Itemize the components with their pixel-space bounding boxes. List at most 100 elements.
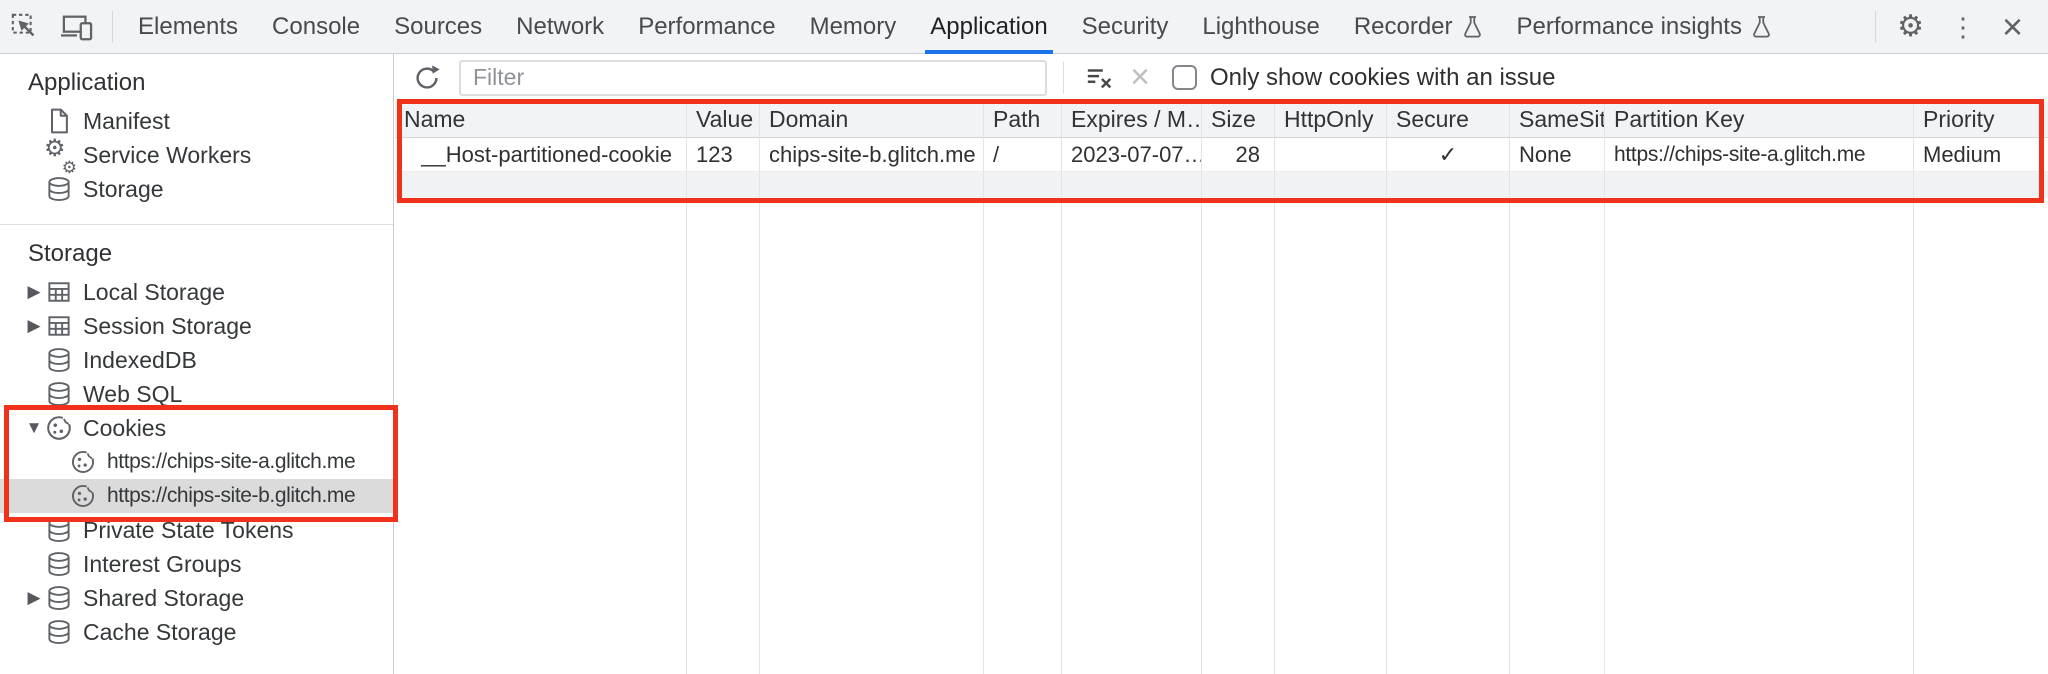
more-options-icon[interactable]: ⋮ <box>1949 11 1976 42</box>
cookie-row-domain-cell[interactable]: chips-site-b.glitch.me <box>760 138 983 172</box>
delete-selected-button[interactable]: × <box>1120 58 1160 98</box>
column-header-partition-key[interactable]: Partition Key <box>1605 101 1913 138</box>
tab-security[interactable]: Security <box>1081 12 1169 40</box>
column-header-priority[interactable]: Priority <box>1914 101 2048 138</box>
gears-icon: ⚙⚙ <box>44 135 77 177</box>
expander-collapsed-icon[interactable]: ▶ <box>27 282 41 301</box>
cookie-row-secure-cell[interactable]: ✓ <box>1387 138 1509 172</box>
cookies-toolbar: × Only show cookies with an issue <box>395 54 2048 101</box>
empty-row-stripe <box>395 172 686 198</box>
cookie-row-priority-cell[interactable]: Medium <box>1914 138 2048 172</box>
column-header-value[interactable]: Value <box>687 101 759 138</box>
column-header-size[interactable]: Size <box>1202 101 1274 138</box>
column-size: Size 28 <box>1202 101 1275 674</box>
database-icon <box>44 345 74 375</box>
database-icon <box>44 379 74 409</box>
issue-filter-checkbox[interactable] <box>1172 65 1197 90</box>
database-icon <box>44 549 74 579</box>
tab-application[interactable]: Application <box>913 0 1064 54</box>
tabbar-right-controls: ⚙ ⋮ × <box>1867 0 2048 54</box>
column-priority: Priority Medium <box>1914 101 2048 674</box>
cookie-row-name-cell[interactable]: __Host-partitioned-cookie <box>395 138 686 172</box>
empty-row-stripe <box>1510 172 1604 198</box>
sidebar-item-service-workers[interactable]: ⚙⚙ Service Workers <box>44 135 252 177</box>
cookie-icon <box>44 413 74 443</box>
cookie-row-samesite-cell[interactable]: None <box>1510 138 1604 172</box>
cookie-filter-input[interactable] <box>459 59 1047 96</box>
close-devtools-icon[interactable]: × <box>2001 5 2023 47</box>
cookie-row-size-cell[interactable]: 28 <box>1202 138 1274 172</box>
sidebar-item-cache-storage[interactable]: Cache Storage <box>0 615 393 649</box>
sidebar-item-cookies-chips-site-b[interactable]: https://chips-site-b.glitch.me <box>0 479 393 513</box>
issue-filter-label[interactable]: Only show cookies with an issue <box>1210 63 1556 91</box>
tab-memory[interactable]: Memory <box>809 12 897 40</box>
column-header-domain[interactable]: Domain <box>760 101 983 138</box>
expander-collapsed-icon[interactable]: ▶ <box>27 588 41 607</box>
cookie-row-httponly-cell[interactable] <box>1275 138 1386 172</box>
table-icon <box>44 311 74 341</box>
cookie-row-partition-key-cell[interactable]: https://chips-site-a.glitch.me <box>1605 138 1913 172</box>
database-icon <box>44 515 74 545</box>
sidebar-item-storage[interactable]: Storage <box>0 172 393 206</box>
column-header-samesite[interactable]: SameSite <box>1510 101 1604 138</box>
database-icon <box>44 617 74 647</box>
inspect-element-button[interactable] <box>0 0 50 54</box>
sidebar-item-interest-groups[interactable]: Interest Groups <box>0 547 393 581</box>
database-icon <box>44 583 74 613</box>
sidebar-item-indexeddb[interactable]: IndexedDB <box>0 343 393 377</box>
tab-performance[interactable]: Performance <box>638 12 776 40</box>
empty-row-stripe <box>1202 172 1274 198</box>
column-partition-key: Partition Key https://chips-site-a.glitc… <box>1605 101 1914 674</box>
database-icon <box>44 174 74 204</box>
sidebar-section-divider <box>0 224 393 225</box>
toolbar-separator <box>1063 61 1064 94</box>
sidebar-item-manifest[interactable]: Manifest <box>0 104 393 138</box>
refresh-icon <box>412 63 442 93</box>
column-header-secure[interactable]: Secure <box>1387 101 1509 138</box>
expander-collapsed-icon[interactable]: ▶ <box>27 316 41 335</box>
column-header-name[interactable]: Name <box>395 101 686 138</box>
toolbar-separator <box>1875 10 1877 43</box>
application-sidebar: Application Manifest ⚙⚙ Service Workers <box>0 54 398 674</box>
column-expires: Expires / M… 2023-07-07… <box>1062 101 1202 674</box>
toolbar-separator <box>112 10 113 43</box>
sidebar-item-cookies[interactable]: ▼ Cookies <box>0 411 393 445</box>
devtools-tabbar: Elements Console Sources Network Perform… <box>0 0 2048 54</box>
cookie-icon <box>68 447 98 477</box>
cookie-row-value-cell[interactable]: 123 <box>687 138 759 172</box>
cookies-pane: × Only show cookies with an issue Name _… <box>395 54 2048 674</box>
tab-sources[interactable]: Sources <box>394 12 483 40</box>
empty-row-stripe <box>984 172 1061 198</box>
column-path: Path / <box>984 101 1062 674</box>
cookie-row-path-cell[interactable]: / <box>984 138 1061 172</box>
column-secure: Secure ✓ <box>1387 101 1510 674</box>
sidebar-item-cookies-chips-site-a[interactable]: https://chips-site-a.glitch.me <box>0 445 393 479</box>
sidebar-item-local-storage[interactable]: ▶ Local Storage <box>0 275 393 309</box>
column-header-httponly[interactable]: HttpOnly <box>1275 101 1386 138</box>
tab-recorder[interactable]: Recorder <box>1337 0 1500 54</box>
refresh-button[interactable] <box>407 58 447 98</box>
column-value: Value 123 <box>687 101 760 674</box>
empty-row-stripe <box>1605 172 1913 198</box>
tab-network[interactable]: Network <box>516 12 605 40</box>
column-samesite: SameSite None <box>1510 101 1605 674</box>
cookie-row-expires-cell[interactable]: 2023-07-07… <box>1062 138 1201 172</box>
sidebar-item-session-storage[interactable]: ▶ Session Storage <box>0 309 393 343</box>
expander-expanded-icon[interactable]: ▼ <box>25 418 43 437</box>
clear-all-cookies-button[interactable] <box>1080 58 1120 98</box>
tab-lighthouse[interactable]: Lighthouse <box>1202 12 1320 40</box>
tab-elements[interactable]: Elements <box>138 12 239 40</box>
empty-row-stripe <box>1062 172 1201 198</box>
device-toolbar-button[interactable] <box>50 0 104 54</box>
column-header-expires[interactable]: Expires / M… <box>1062 101 1201 138</box>
clear-list-icon <box>1084 63 1116 93</box>
tab-console[interactable]: Console <box>272 12 361 40</box>
sidebar-item-private-state-tokens[interactable]: Private State Tokens <box>0 513 393 547</box>
column-header-path[interactable]: Path <box>984 101 1061 138</box>
tab-performance-insights[interactable]: Performance insights <box>1500 0 1789 54</box>
storage-section-title: Storage <box>28 240 113 267</box>
settings-gear-icon[interactable]: ⚙ <box>1897 9 1924 43</box>
empty-row-stripe <box>687 172 759 198</box>
sidebar-item-shared-storage[interactable]: ▶ Shared Storage <box>0 581 393 615</box>
sidebar-item-web-sql[interactable]: Web SQL <box>0 377 393 411</box>
